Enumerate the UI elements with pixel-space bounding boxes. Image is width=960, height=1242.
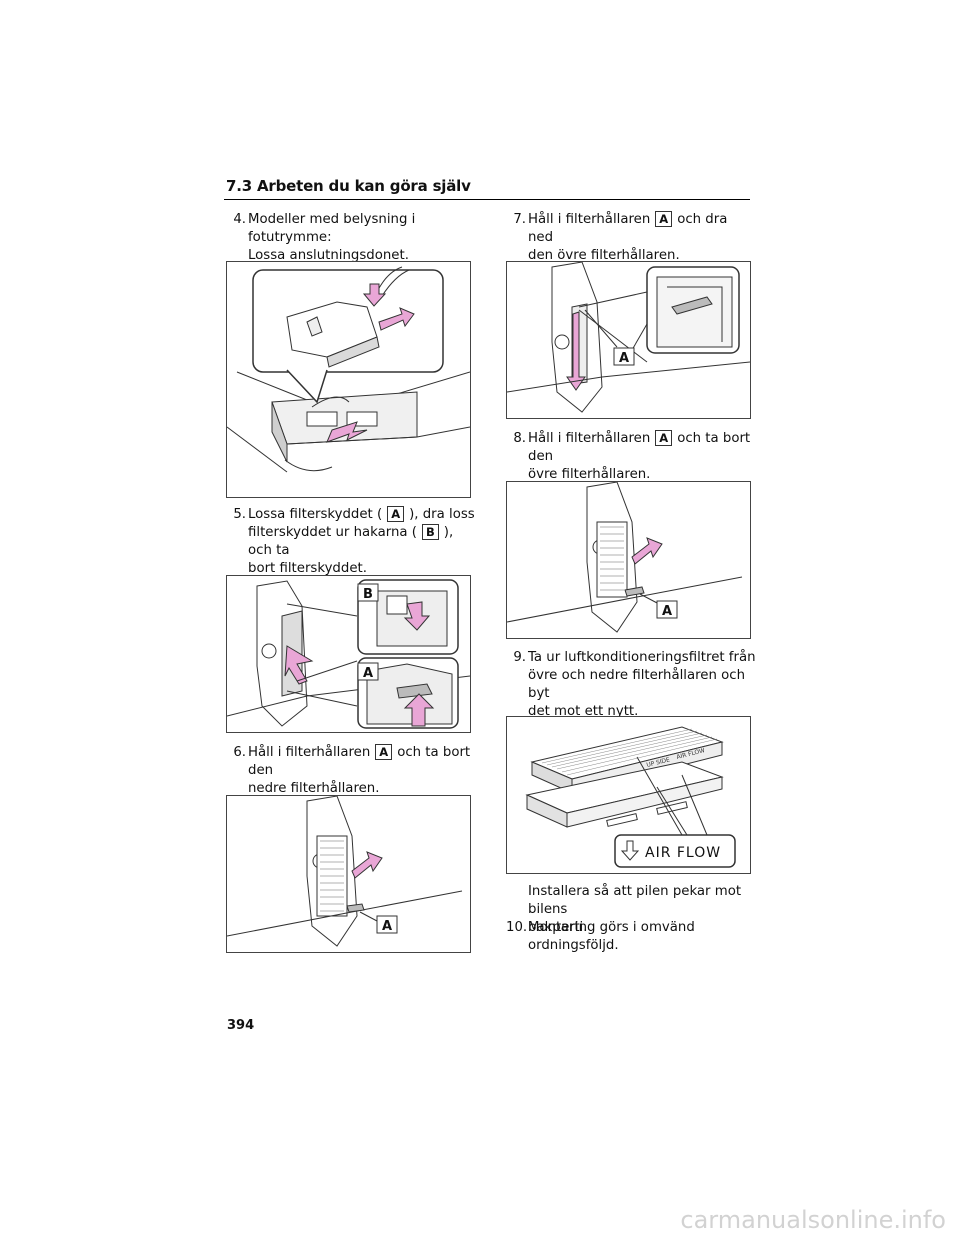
label-a-key: A xyxy=(375,744,393,760)
install-note-line: bakparti. xyxy=(528,920,588,935)
figure-filter-replace: UP SIDE AIR FLOW AIR FLOW xyxy=(506,716,751,874)
section-title: 7.3 Arbeten du kan göra själv xyxy=(226,177,471,195)
step-number: 9. xyxy=(513,650,526,665)
figure-upper-holder-remove: A xyxy=(506,481,751,639)
footer-watermark: carmanualsonline.info xyxy=(680,1206,946,1234)
filter-cover-illustration: B A xyxy=(227,579,470,729)
step-text-line: bort filterskyddet. xyxy=(248,561,367,576)
step-text-line: övre och nedre filterhållaren och byt xyxy=(528,668,746,701)
step-text-line: den övre filterhållaren. xyxy=(528,248,680,263)
step-text: filterskyddet ur hakarna ( xyxy=(248,525,417,540)
step-text-line: Ta ur luftkonditioneringsfiltret från xyxy=(528,650,756,665)
figure-filter-cover: B A xyxy=(226,575,471,733)
callout-a: A xyxy=(382,919,392,934)
step-text: och ta bort den xyxy=(248,745,471,778)
step-text-line: det mot ett nytt. xyxy=(528,704,639,719)
filter-replace-illustration: UP SIDE AIR FLOW AIR FLOW xyxy=(525,726,736,868)
step-number: 4. xyxy=(233,212,246,227)
section-divider xyxy=(224,199,750,200)
figure-upper-holder-pull: A xyxy=(506,261,751,419)
figure-connector xyxy=(226,261,471,498)
step-number: 5. xyxy=(233,507,246,522)
upper-holder-remove-illustration: A xyxy=(507,482,743,633)
step-number: 7. xyxy=(513,212,526,227)
step-text-line: nedre filterhållaren. xyxy=(248,781,380,796)
step-text: Håll i filterhållaren xyxy=(528,212,651,227)
air-flow-callout: AIR FLOW xyxy=(645,845,721,861)
step-text: och dra ned xyxy=(528,212,728,245)
step-4: 4. Modeller med belysning i fotutrymme: … xyxy=(226,211,476,265)
step-text-line: Modeller med belysning i fotutrymme: xyxy=(248,212,416,245)
label-a-key: A xyxy=(655,211,673,227)
step-text: ), dra loss xyxy=(409,507,475,522)
upper-holder-pull-illustration: A xyxy=(507,262,750,413)
step-text-line: övre filterhållaren. xyxy=(528,467,651,482)
install-note-line: Installera så att pilen pekar mot bilens xyxy=(528,884,742,917)
install-note: Installera så att pilen pekar mot bilens… xyxy=(528,883,758,937)
step-number: 6. xyxy=(233,745,246,760)
step-text: ), och ta xyxy=(248,525,454,558)
label-a-key: A xyxy=(387,506,405,522)
label-a-key: A xyxy=(655,430,673,446)
step-text: Håll i filterhållaren xyxy=(528,431,651,446)
step-10: 10. Montering görs i omvänd ordningsfölj… xyxy=(506,919,756,955)
callout-b: B xyxy=(363,587,373,602)
step-text: och ta bort den xyxy=(528,431,751,464)
step-text-line: Lossa anslutningsdonet. xyxy=(248,248,409,263)
figure-lower-holder: A xyxy=(226,795,471,953)
connector-illustration xyxy=(227,266,470,473)
step-5: 5. Lossa filterskyddet ( A ), dra loss fil… xyxy=(226,506,476,578)
page-number: 394 xyxy=(227,1018,255,1033)
step-text: Håll i filterhållaren xyxy=(248,745,371,760)
callout-a: A xyxy=(662,604,672,619)
callout-a: A xyxy=(619,351,629,366)
step-text: Lossa filterskyddet ( xyxy=(248,507,383,522)
label-b-key: B xyxy=(422,524,439,540)
step-text-line: Montering görs i omvänd xyxy=(528,920,695,935)
step-text-line: ordningsföljd. xyxy=(528,938,619,953)
lower-holder-illustration: A xyxy=(227,796,463,947)
step-9: 9. Ta ur luftkonditioneringsfiltret från… xyxy=(506,649,756,721)
step-number: 10. xyxy=(506,920,528,935)
callout-a: A xyxy=(363,666,373,681)
step-number: 8. xyxy=(513,431,526,446)
